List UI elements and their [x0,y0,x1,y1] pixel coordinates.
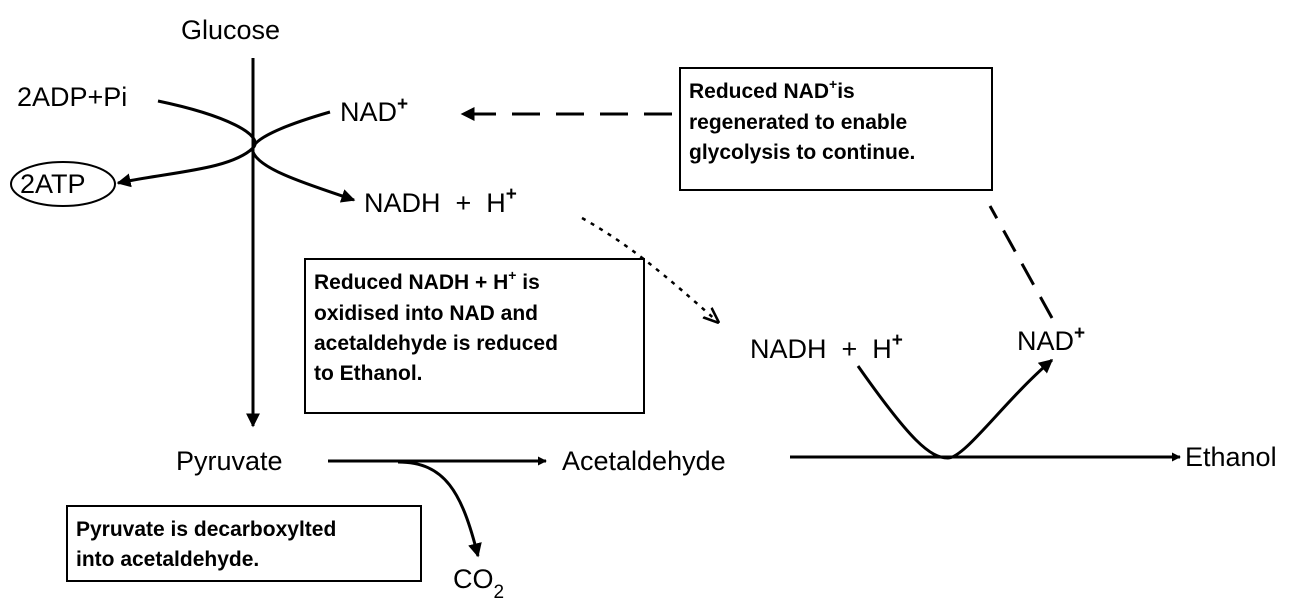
atp-label: 2ATP [20,169,86,199]
note-line: Pyruvate is decarboxylted [76,518,337,541]
atp-ellipse [10,161,116,207]
note-line: oxidised into NAD and [314,302,539,325]
pyruvate-label: Pyruvate [176,446,283,476]
adp-label: 2ADP+Pi [17,82,127,112]
adp-to-atp-arrow [116,99,257,188]
note-line: to Ethanol. [314,362,423,385]
nad-top-label: NAD+ [340,94,408,127]
nadh-right-label: NADH + H+ [750,330,903,364]
nadh-oxidation-note: Reduced NADH + H+ is oxidised into NAD a… [304,258,645,414]
nad-right-label: NAD+ [1017,323,1085,356]
decarboxylation-note: Pyruvate is decarboxylted into acetaldeh… [66,505,422,582]
note-line: into acetaldehyde. [76,548,260,571]
note-line: regenerated to enable [689,111,908,134]
nadh-top-label: NADH + H+ [364,184,517,218]
note-line: acetaldehyde is reduced [314,332,558,355]
nad-to-nadh-arrow [251,110,356,203]
ethanol-label: Ethanol [1185,442,1277,472]
note-line: Reduced NAD+is [689,76,855,103]
nad-regeneration-note: Reduced NAD+is regenerated to enable gly… [679,67,993,191]
note-line: glycolysis to continue. [689,141,916,164]
co2-release-arrow [397,460,482,558]
note-line: Reduced NADH + H+ is [314,267,540,294]
acetaldehyde-label: Acetaldehyde [562,446,726,476]
nad-to-note-dashed-line [988,205,1054,319]
nadh-to-nad-arrow [856,358,1054,460]
co2-label: CO2 [453,564,504,603]
glucose-label: Glucose [181,15,280,45]
